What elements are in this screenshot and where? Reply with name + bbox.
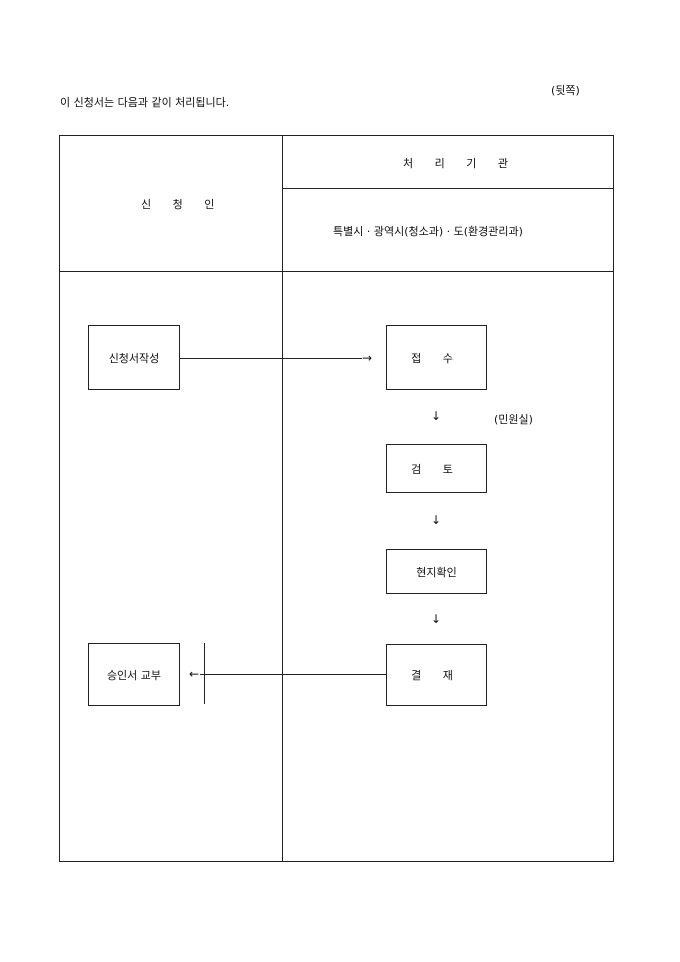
process-table (59, 135, 614, 862)
receive-label: 접 수 (411, 351, 462, 365)
column-divider (282, 135, 283, 862)
issue-box: 승인서 교부 (88, 643, 180, 706)
site-check-label: 현지확인 (416, 565, 457, 579)
down-arrow-2: ↓ (431, 513, 442, 527)
header-applicant: 신 청 인 (141, 198, 224, 211)
issue-stop-bar (204, 643, 205, 704)
receive-box: 접 수 (386, 325, 487, 390)
issue-label: 승인서 교부 (106, 668, 162, 682)
header-sub-divider (282, 188, 614, 189)
decision-label: 결 재 (411, 669, 462, 682)
apply-label: 신청서작성 (108, 351, 160, 365)
down-arrow-3: ↓ (431, 612, 442, 626)
decision-box: 결 재 (386, 644, 487, 706)
decision-to-issue-line (200, 674, 386, 675)
review-box: 검 토 (386, 444, 487, 493)
page-marker: (뒷쪽) (551, 84, 580, 97)
receive-note: (민원실) (494, 413, 533, 426)
down-arrow-1: ↓ (431, 409, 442, 423)
apply-to-receive-line (180, 358, 362, 359)
header-processing-agency: 처 리 기 관 (403, 157, 517, 170)
review-label: 검 토 (411, 462, 462, 476)
site-check-box: 현지확인 (386, 549, 487, 594)
intro-text: 이 신청서는 다음과 같이 처리됩니다. (60, 96, 230, 109)
header-bottom-line (59, 271, 614, 272)
right-arrowhead: → (362, 351, 373, 365)
left-arrowhead: ← (189, 667, 200, 681)
apply-box: 신청서작성 (88, 325, 180, 390)
header-agency-detail: 특별시 · 광역시(청소과) · 도(환경관리과) (333, 225, 523, 238)
